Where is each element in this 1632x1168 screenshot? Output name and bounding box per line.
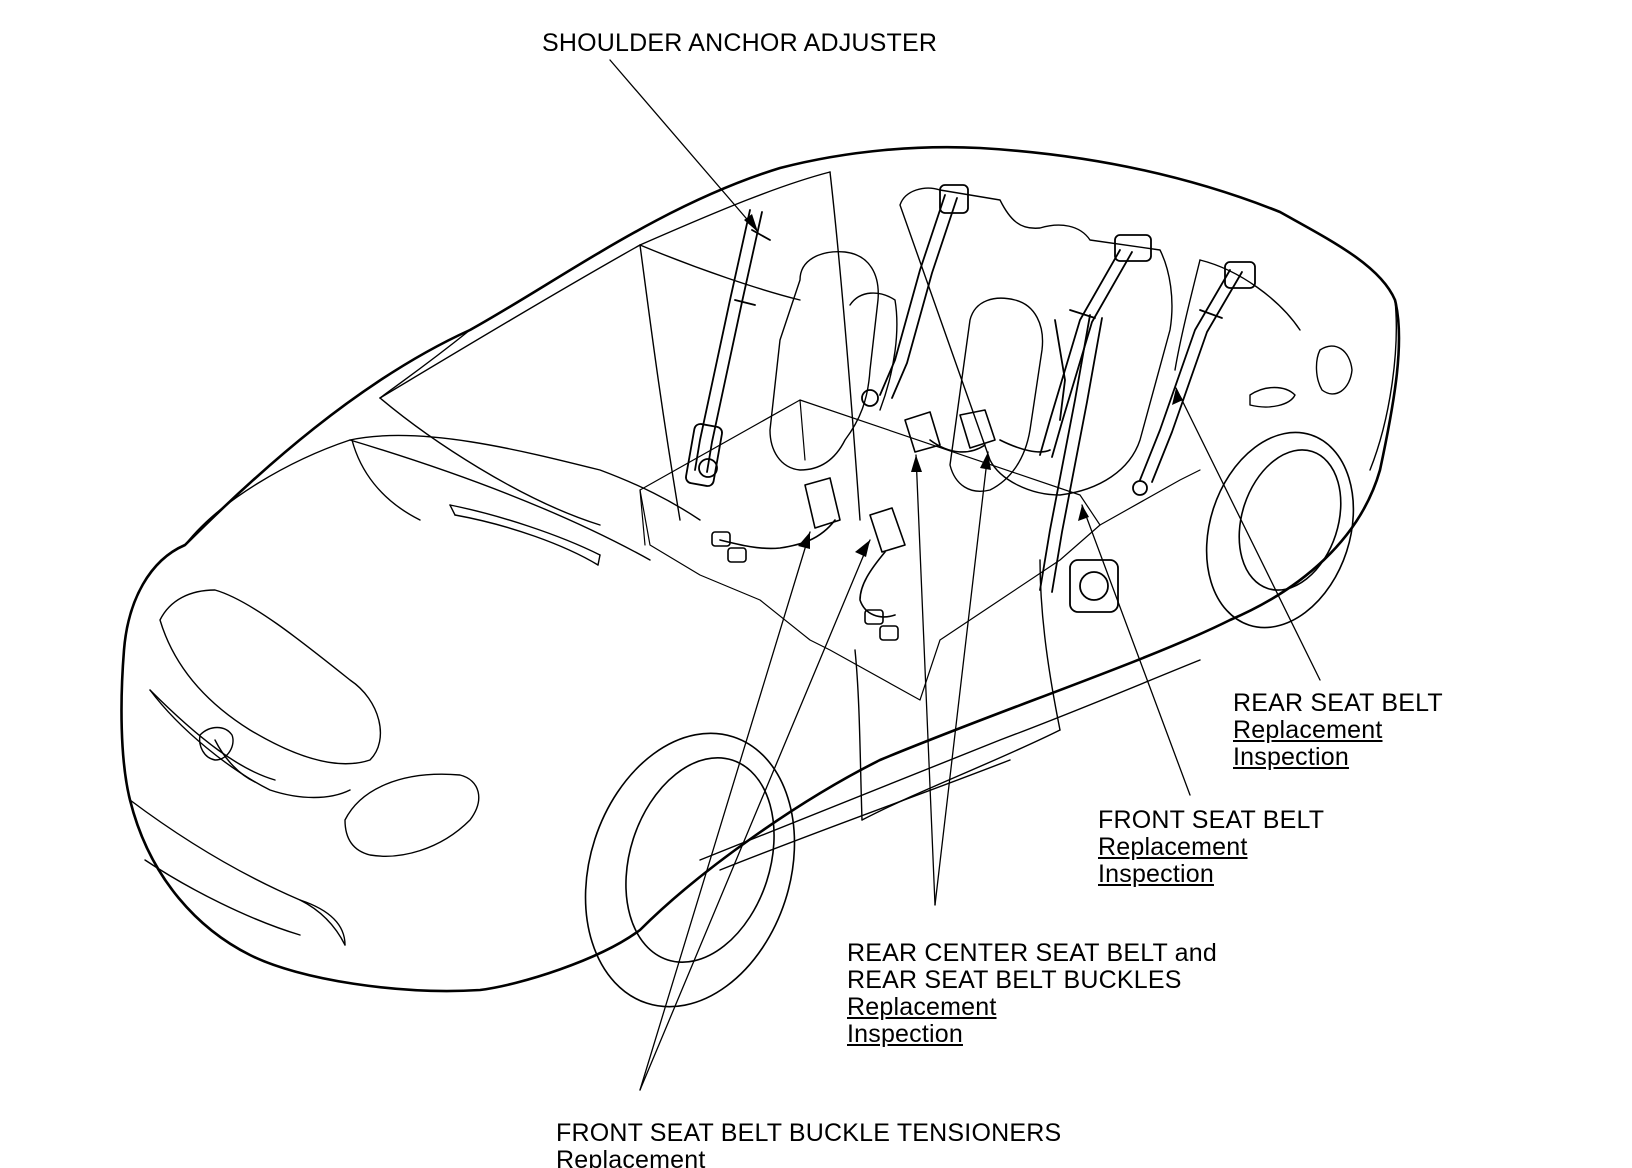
rear-center-seat-belt-title-line2: REAR SEAT BELT BUCKLES bbox=[847, 966, 1182, 994]
front-seat-left bbox=[769, 251, 879, 471]
rear-center-seat-belt-replacement-link[interactable]: Replacement bbox=[847, 993, 997, 1021]
rear-center-buckles bbox=[904, 409, 1051, 453]
cabin-floor bbox=[639, 399, 1201, 701]
shoulder-anchor-adjuster-title: SHOULDER ANCHOR ADJUSTER bbox=[542, 29, 938, 57]
rear-center-seat-belt-inspection-link[interactable]: Inspection bbox=[847, 1020, 963, 1048]
front-seat-belt-label: FRONT SEAT BELT Replacement Inspection bbox=[1098, 807, 1324, 888]
front-seat-right bbox=[949, 297, 1044, 492]
rear-seat-belt-label: REAR SEAT BELT Replacement Inspection bbox=[1233, 690, 1443, 771]
rear-seat-belt-right bbox=[1132, 261, 1256, 496]
rear-seat-belt-left bbox=[861, 184, 969, 407]
front-buckle-tensioner-right bbox=[859, 507, 906, 641]
rear-seat-belt-center bbox=[1039, 234, 1152, 458]
front-seat-belt-title: FRONT SEAT BELT bbox=[1098, 806, 1325, 834]
car-body-outline bbox=[120, 145, 1401, 993]
buckle-tensioners-replacement-link[interactable]: Replacement bbox=[556, 1146, 706, 1168]
front-seat-belt-replacement-link[interactable]: Replacement bbox=[1098, 833, 1248, 861]
rear-seat-belt-replacement-link[interactable]: Replacement bbox=[1233, 716, 1383, 744]
rear-seat-bench bbox=[849, 187, 1173, 496]
front-wheel bbox=[584, 732, 796, 1008]
front-buckle-tensioner-left bbox=[711, 477, 841, 563]
rear-seat-belt-title: REAR SEAT BELT bbox=[1233, 689, 1443, 717]
rear-center-seat-belt-title-line1: REAR CENTER SEAT BELT and bbox=[847, 939, 1217, 967]
buckle-tensioners-label: FRONT SEAT BELT BUCKLE TENSIONERS Replac… bbox=[556, 1120, 1061, 1168]
rear-wheel bbox=[1205, 431, 1355, 629]
front-seat-belt-inspection-link[interactable]: Inspection bbox=[1098, 860, 1214, 888]
rear-center-seat-belt-label: REAR CENTER SEAT BELT and REAR SEAT BELT… bbox=[847, 940, 1217, 1048]
front-seat-belt-left bbox=[685, 209, 771, 487]
shoulder-anchor-adjuster-label: SHOULDER ANCHOR ADJUSTER bbox=[542, 30, 937, 57]
front-seat-belt-right bbox=[1039, 314, 1119, 613]
leader-lines bbox=[609, 59, 1321, 1091]
car-body-details bbox=[129, 171, 1397, 946]
leader-arrowheads bbox=[744, 214, 1183, 557]
rear-seat-belt-inspection-link[interactable]: Inspection bbox=[1233, 743, 1349, 771]
buckle-tensioners-title: FRONT SEAT BELT BUCKLE TENSIONERS bbox=[556, 1119, 1062, 1147]
